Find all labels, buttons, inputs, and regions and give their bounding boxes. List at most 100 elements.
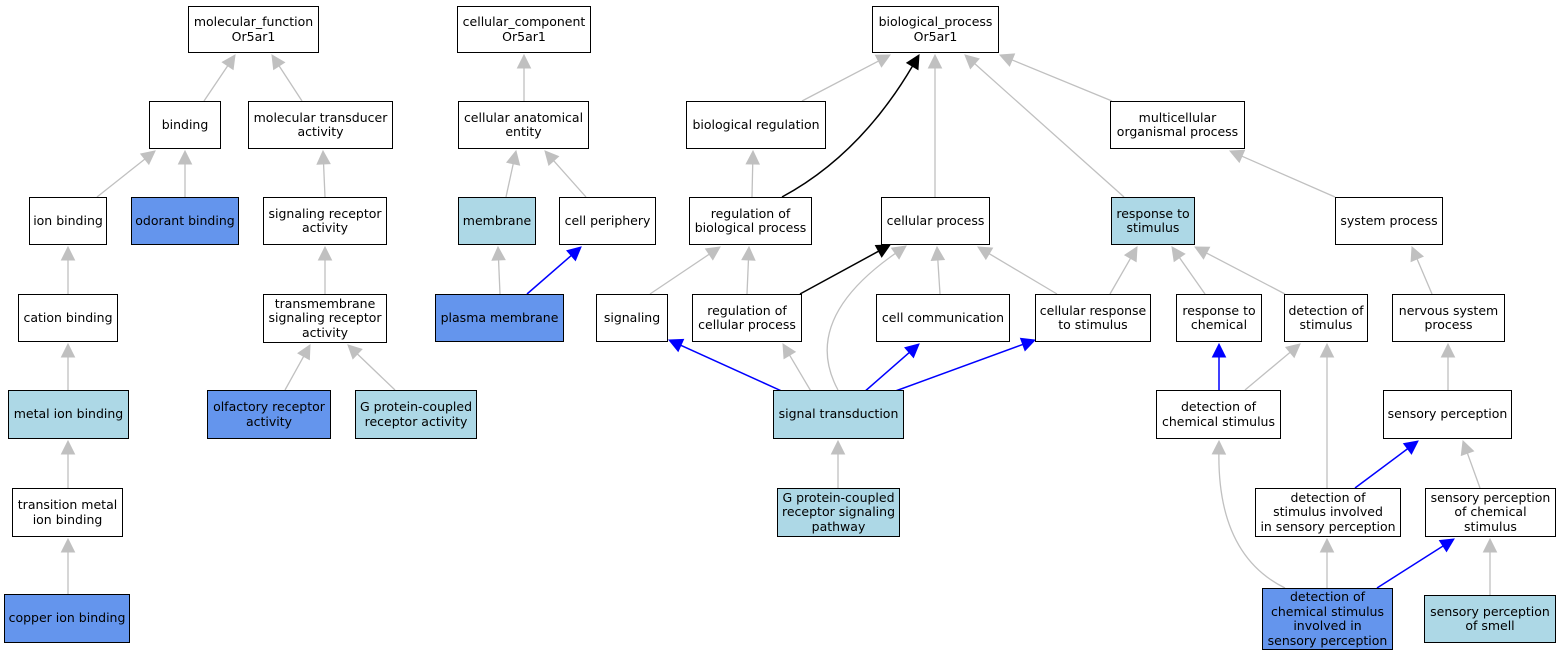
edge-line-0 (203, 65, 229, 102)
node-detection-of-stimulus-sensory-perception[interactable]: detection of stimulus involved in sensor… (1255, 488, 1401, 537)
edge-arrowhead-48 (1211, 439, 1227, 455)
node-ion-binding[interactable]: ion binding (29, 197, 107, 245)
edge-arrowhead-10 (297, 344, 311, 361)
edge-arrowhead-13 (505, 149, 521, 166)
edge-arrowhead-5 (60, 245, 76, 261)
node-metal-ion-binding[interactable]: metal ion binding (8, 390, 129, 439)
node-detection-of-chemical-stimulus[interactable]: detection of chemical stimulus (1156, 390, 1281, 439)
edge-arrowhead-32 (1410, 245, 1425, 263)
node-cellular-response-to-stimulus[interactable]: cellular response to stimulus (1035, 294, 1151, 342)
edge-line-23 (1241, 155, 1336, 198)
node-cellular-process[interactable]: cellular process (881, 197, 990, 245)
edge-arrowhead-3 (177, 149, 193, 165)
edge-line-24 (649, 253, 710, 295)
node-molecular-transducer-activity[interactable]: molecular transducer activity (248, 101, 393, 149)
node-sensory-perception[interactable]: sensory perception (1383, 390, 1512, 439)
edge-arrowhead-19 (964, 54, 980, 70)
node-cell-periphery[interactable]: cell periphery (559, 197, 656, 245)
edge-line-25 (746, 259, 750, 295)
node-signal-transduction[interactable]: signal transduction (773, 390, 904, 439)
node-olfactory-receptor-activity[interactable]: olfactory receptor activity (207, 390, 331, 439)
edge-arrowhead-14 (544, 150, 560, 166)
node-regulation-of-cellular-process[interactable]: regulation of cellular process (692, 294, 802, 342)
edge-line-41 (1244, 351, 1291, 391)
edge-line-35 (789, 354, 813, 394)
edge-arrowhead-24 (704, 246, 721, 261)
node-detection-of-stimulus[interactable]: detection of stimulus (1284, 294, 1368, 342)
edge-arrowhead-37 (1019, 337, 1037, 352)
edge-line-21 (781, 65, 914, 198)
edge-arrowhead-26 (874, 244, 891, 258)
node-membrane[interactable]: membrane (458, 197, 536, 245)
edge-arrowhead-27 (930, 245, 946, 261)
node-signaling-receptor-activity[interactable]: signaling receptor activity (263, 197, 387, 245)
edge-arrowhead-33 (1440, 342, 1456, 358)
node-nervous-system-process[interactable]: nervous system process (1392, 294, 1505, 342)
node-biological-process-root[interactable]: biological_process Or5ar1 (872, 6, 999, 53)
node-system-process[interactable]: system process (1335, 197, 1443, 245)
edge-arrowhead-23 (1228, 149, 1246, 164)
node-multicellular-organismal-process[interactable]: multicellular organismal process (1110, 101, 1245, 149)
node-cellular-anatomical-entity[interactable]: cellular anatomical entity (458, 101, 589, 149)
edge-line-11 (356, 353, 396, 391)
node-cation-binding[interactable]: cation binding (18, 294, 118, 342)
edge-line-28 (988, 253, 1058, 295)
edge-arrowhead-22 (745, 149, 761, 165)
edge-line-44 (1466, 453, 1481, 489)
edge-line-16 (526, 254, 572, 295)
edge-arrowhead-17 (874, 54, 891, 68)
edge-arrowhead-46 (1438, 538, 1455, 553)
node-cellular-component-root[interactable]: cellular_component Or5ar1 (457, 6, 591, 53)
edge-arrowhead-4 (316, 149, 331, 165)
edge-line-30 (1178, 257, 1206, 295)
edge-line-43 (1354, 448, 1409, 489)
edge-arrowhead-38 (890, 245, 907, 260)
edge-arrowhead-2 (139, 150, 156, 166)
edge-line-27 (937, 259, 941, 295)
edge-arrowhead-43 (1402, 440, 1419, 455)
node-gpcr-activity[interactable]: G protein-coupled receptor activity (355, 390, 477, 439)
node-transition-metal-ion-binding[interactable]: transition metal ion binding (12, 488, 123, 537)
edge-arrowhead-47 (1482, 537, 1498, 553)
edge-line-4 (322, 163, 326, 198)
node-odorant-binding[interactable]: odorant binding (131, 197, 239, 245)
edge-line-13 (505, 163, 514, 198)
edge-arrowhead-8 (60, 537, 76, 553)
edge-arrowhead-7 (60, 439, 76, 455)
edge-line-36 (862, 351, 910, 394)
edge-line-31 (1206, 252, 1286, 295)
edge-arrowhead-1 (271, 54, 286, 71)
node-biological-regulation[interactable]: biological regulation (686, 101, 826, 149)
node-sensory-perception-of-chemical-stimulus[interactable]: sensory perception of chemical stimulus (1425, 488, 1556, 537)
node-regulation-of-biological-process[interactable]: regulation of biological process (689, 197, 812, 245)
edge-line-19 (974, 63, 1125, 198)
node-copper-ion-binding[interactable]: copper ion binding (4, 594, 130, 643)
edge-arrowhead-25 (741, 245, 756, 261)
node-transmembrane-signaling-receptor-activity[interactable]: transmembrane signaling receptor activit… (263, 294, 387, 343)
node-detection-of-chemical-stimulus-sensory-perception[interactable]: detection of chemical stimulus involved … (1262, 588, 1393, 650)
edge-line-37 (889, 343, 1024, 394)
node-plasma-membrane[interactable]: plasma membrane (435, 294, 564, 342)
edge-line-48 (1218, 453, 1286, 589)
node-gpcr-signaling-pathway[interactable]: G protein-coupled receptor signaling pat… (777, 488, 900, 537)
edge-line-32 (1416, 258, 1433, 295)
node-sensory-perception-of-smell[interactable]: sensory perception of smell (1424, 595, 1556, 643)
edge-arrowhead-0 (221, 54, 236, 71)
node-cell-communication[interactable]: cell communication (876, 294, 1010, 342)
edge-line-1 (278, 65, 303, 102)
edge-arrowhead-21 (905, 54, 920, 71)
edge-line-26 (799, 250, 879, 295)
node-molecular-function-root[interactable]: molecular_function Or5ar1 (188, 6, 319, 53)
edge-arrowhead-31 (1194, 246, 1211, 260)
edge-arrowhead-36 (904, 343, 920, 359)
edge-arrowhead-9 (317, 245, 333, 261)
edge-line-46 (1376, 545, 1444, 589)
node-binding[interactable]: binding (149, 101, 221, 149)
edge-line-17 (801, 60, 879, 102)
edge-arrowhead-39 (830, 439, 846, 455)
node-signaling[interactable]: signaling (596, 294, 668, 342)
node-response-to-chemical[interactable]: response to chemical (1176, 294, 1262, 342)
edge-arrowhead-16 (566, 246, 582, 262)
node-response-to-stimulus[interactable]: response to stimulus (1111, 197, 1195, 245)
